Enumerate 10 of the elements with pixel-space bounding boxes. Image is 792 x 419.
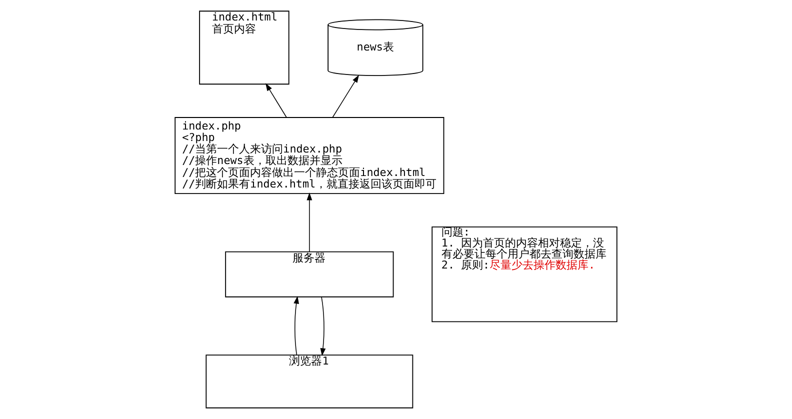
arrow <box>266 83 287 118</box>
node-box: index.html 首页内容 <box>199 10 290 85</box>
node-box: 问题: 1. 因为首页的内容相对稳定，没有必要让每个用户都去查询数据库 2. 原则:尽量少去操作数据库. <box>432 226 618 322</box>
arrow <box>306 192 312 252</box>
arrow <box>294 296 300 356</box>
node-box: 浏览器1 <box>206 354 414 408</box>
node-box: index.php <?php //当第一个人来访问index.php //操作news表，取出数据并显示 //把这个页面内容做出一个静态页面index.html //判断如果有index.html，就直接返回该页面即可 <box>174 117 444 194</box>
node-box: 服务器 <box>225 251 394 298</box>
arrow <box>332 74 359 118</box>
arrow <box>320 296 326 356</box>
